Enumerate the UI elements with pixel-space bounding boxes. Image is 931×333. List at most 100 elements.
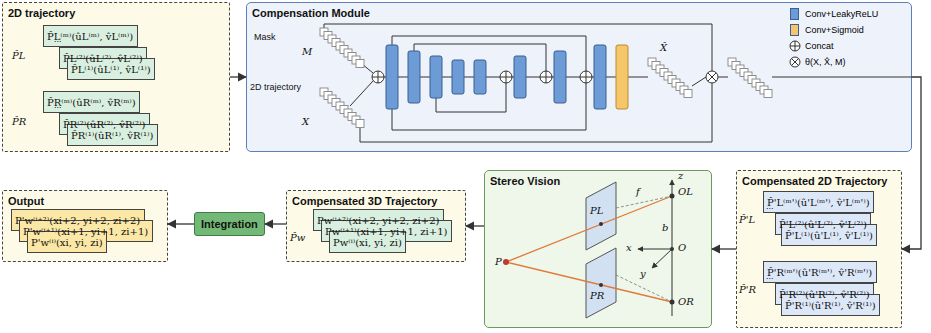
output-tensor bbox=[684, 90, 692, 98]
sigmoid-conv-block bbox=[616, 45, 628, 109]
legend-row: Conv+LeakyReLU bbox=[790, 8, 878, 20]
trajectory-panel: Compensated 2D TrajectoryP̂'L⁽ᵐ'⁾(û'L⁽ᵐ'… bbox=[736, 170, 902, 328]
legend-text: Conv+LeakyReLU bbox=[805, 8, 878, 20]
input-panel: 2D trajectoryP̂L⁽ᵐ⁾(ûL⁽ᵐ⁾, v̂L⁽ᵐ⁾)P̂L⁽²⁾… bbox=[2, 2, 230, 152]
concat-symbol bbox=[372, 71, 384, 83]
math-label: P̂'L⁽ᵐ'⁾(û'L⁽ᵐ'⁾, v̂'L⁽ᵐ'⁾) bbox=[764, 197, 873, 208]
annotation-label: y bbox=[640, 268, 646, 279]
annotation-label: ... bbox=[766, 271, 774, 282]
trajectory-card: P̂'L⁽ᵐ'⁾(û'L⁽ᵐ'⁾, v̂'L⁽ᵐ'⁾) bbox=[763, 191, 874, 213]
math-label: P̂'L⁽²⁾(û'L⁽²⁾, v̂'L⁽²⁾) bbox=[776, 219, 870, 230]
panel-title: Stereo Vision bbox=[490, 174, 560, 188]
annotation-label: P̂L bbox=[12, 50, 25, 61]
y-axis bbox=[652, 249, 672, 268]
math-label: Pw⁽ⁱ⁺²⁾(xi+2, yi+2, zi+2) bbox=[314, 215, 442, 226]
signal-wire bbox=[718, 77, 728, 78]
math-label: P̂L⁽²⁾(ûL⁽²⁾, v̂L⁽²⁾) bbox=[60, 53, 146, 64]
conv-block bbox=[408, 51, 420, 103]
annotation-label: z bbox=[678, 170, 683, 181]
focal-line bbox=[616, 196, 672, 302]
point-marker bbox=[670, 300, 675, 305]
annotation-label: OR bbox=[678, 296, 694, 307]
math-label: P'w⁽ⁱ⁾(xi, yi, zi) bbox=[28, 237, 106, 248]
signal-wire bbox=[436, 83, 506, 112]
legend-row: Conv+Sigmoid bbox=[790, 24, 864, 36]
math-label: P'w⁽ⁱ⁺¹⁾(xi+1, yi+1, zi+1) bbox=[20, 226, 151, 237]
legend-row: Concat bbox=[790, 40, 834, 52]
annotation-label: X bbox=[302, 116, 309, 127]
panel-title: Compensated 2D Trajectory bbox=[742, 174, 888, 188]
x-axis bbox=[638, 249, 672, 250]
annotation-label: O bbox=[678, 242, 686, 253]
math-label: P̂'R⁽¹⁾(û'R⁽¹⁾, v̂'R⁽¹⁾) bbox=[782, 300, 879, 311]
process-box: Integration bbox=[194, 212, 265, 236]
multiply-symbol bbox=[790, 57, 800, 67]
signal-wire bbox=[692, 77, 706, 86]
math-label: Pw⁽ⁱ⁺¹⁾(xi+1, yi+1, zi+1) bbox=[322, 226, 450, 237]
flow-arrow bbox=[168, 223, 194, 224]
multiply-cross bbox=[708, 73, 716, 81]
legend-row: θ(X, X̂, M) bbox=[790, 56, 846, 68]
conv-block bbox=[474, 60, 486, 94]
math-label: P̂'R⁽²⁾(û'R⁽²⁾, v̂'R⁽²⁾) bbox=[776, 289, 873, 300]
signal-wire bbox=[772, 77, 912, 78]
concat-symbol bbox=[790, 41, 800, 51]
legend-text: Conv+Sigmoid bbox=[805, 24, 864, 36]
conv-block bbox=[386, 45, 398, 109]
annotation-label: P̂R bbox=[12, 116, 26, 127]
annotation-label: Mask bbox=[254, 32, 276, 43]
conv-block bbox=[594, 45, 606, 109]
output-panel: OutputP'w⁽ⁱ⁺²⁾(xi+2, yi+2, zi+2)P'w⁽ⁱ⁺¹⁾… bbox=[2, 190, 168, 262]
concat-cross bbox=[540, 71, 552, 83]
math-label: P̂R⁽²⁾(ûR⁽²⁾, v̂R⁽²⁾) bbox=[60, 119, 148, 130]
multiply-cross bbox=[792, 59, 799, 66]
flow-arrow bbox=[902, 77, 921, 249]
annotation-label: ... bbox=[54, 34, 62, 45]
point-marker bbox=[599, 222, 603, 226]
concat-cross bbox=[580, 71, 592, 83]
panel-title: Compensated 3D Trajectory bbox=[292, 194, 438, 208]
point-marker bbox=[670, 194, 675, 199]
annotation-label: ... bbox=[54, 100, 62, 111]
math-label: P̂R⁽¹⁾(ûR⁽¹⁾, v̂R⁽¹⁾) bbox=[68, 130, 156, 141]
point-marker bbox=[503, 259, 509, 265]
panel-title: Compensation Module bbox=[252, 6, 370, 20]
annotation-label: P bbox=[495, 256, 502, 267]
box-label: Integration bbox=[201, 217, 258, 231]
flow-arrow bbox=[230, 76, 246, 77]
annotation-label: X̂ bbox=[660, 42, 667, 53]
conv-block bbox=[430, 56, 442, 98]
conv-block bbox=[452, 60, 464, 94]
annotation-label: OL bbox=[678, 186, 693, 197]
legend-text: Concat bbox=[805, 40, 834, 52]
projection-ray bbox=[506, 196, 672, 302]
legend-swatch bbox=[790, 8, 799, 20]
mask-tensor bbox=[356, 60, 364, 68]
legend-text: θ(X, X̂, M) bbox=[805, 56, 846, 68]
annotation-label: PR bbox=[590, 290, 604, 301]
annotation-label: f bbox=[636, 186, 640, 197]
concat-cross bbox=[500, 71, 512, 83]
multiply-symbol bbox=[706, 71, 718, 83]
conv-block bbox=[514, 56, 526, 98]
point-marker bbox=[670, 247, 674, 251]
annotation-label: P̂'R bbox=[739, 284, 756, 295]
flow-arrow bbox=[466, 225, 484, 226]
panel-title: 2D trajectory bbox=[8, 6, 75, 20]
panel-title: Output bbox=[8, 194, 44, 208]
concat-cross bbox=[790, 41, 800, 51]
math-label: P̂L⁽¹⁾(ûL⁽¹⁾, v̂L⁽¹⁾) bbox=[68, 64, 154, 75]
concat-symbol bbox=[500, 71, 512, 83]
left-image-plane bbox=[586, 182, 616, 250]
math-label: Pw⁽ⁱ⁾(xi, yi, zi) bbox=[330, 237, 405, 248]
trajectory-panel: Compensated 3D TrajectoryPw⁽ⁱ⁺²⁾(xi+2, y… bbox=[286, 190, 466, 262]
trajectory-tensor bbox=[356, 120, 364, 128]
conv-block bbox=[554, 51, 566, 103]
math-label: P'w⁽ⁱ⁺²⁾(xi+2, yi+2, zi+2) bbox=[12, 215, 143, 226]
annotation-label: 2D trajectory bbox=[250, 82, 301, 93]
math-label: P̂'R⁽ᵐ'⁾(û'R⁽ᵐ'⁾, v̂'R⁽ᵐ'⁾) bbox=[764, 267, 875, 278]
annotation-label: M bbox=[302, 46, 312, 57]
annotation-label: P̂w bbox=[290, 232, 305, 243]
